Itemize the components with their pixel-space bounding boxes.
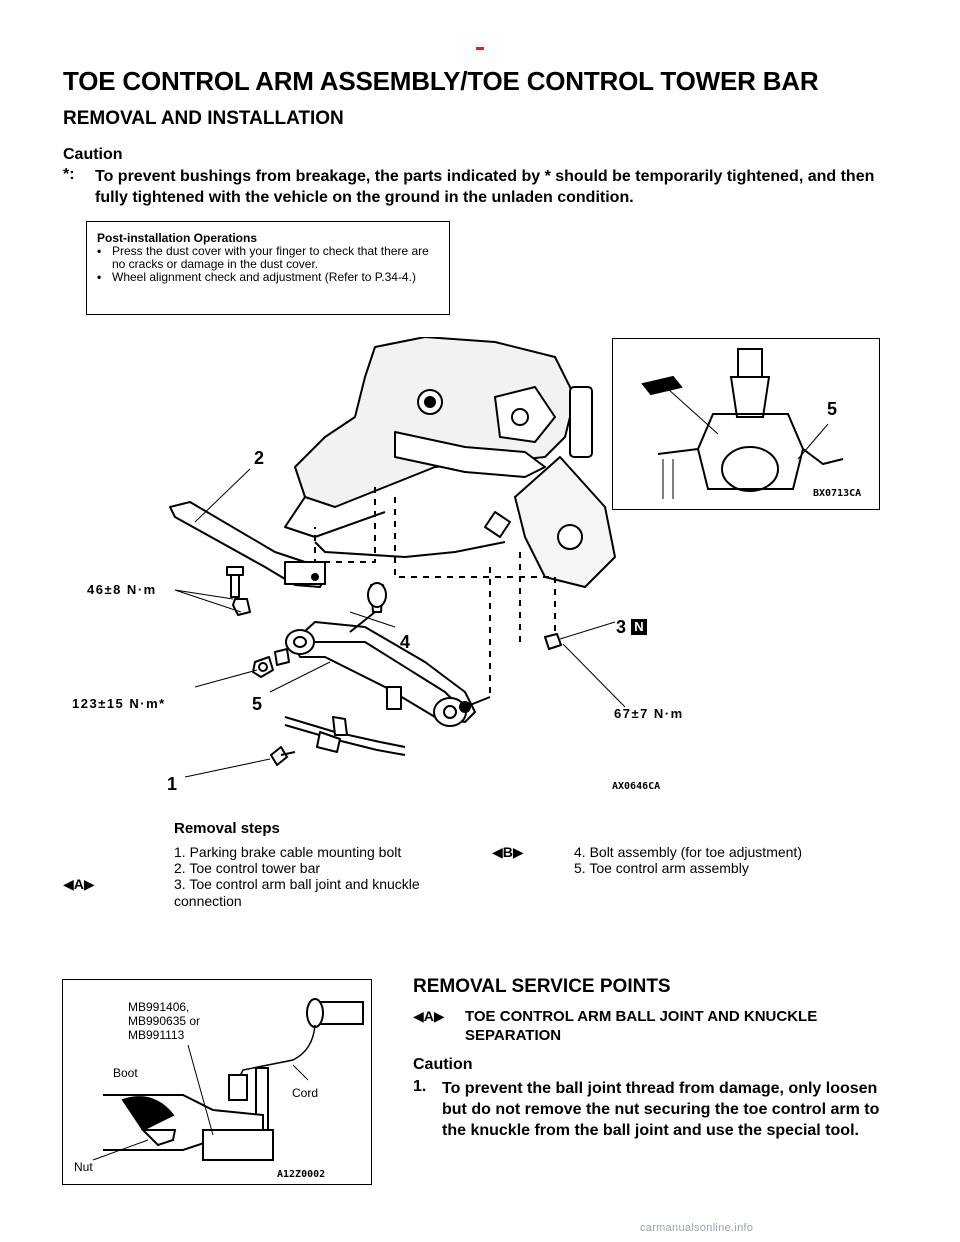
removal-steps-title: Removal steps	[174, 820, 280, 837]
removal-step-5: 5. Toe control arm assembly	[574, 860, 749, 876]
post-installation-box: Post-installation Operations • Press the…	[86, 221, 450, 315]
special-tool-figure: MB991406, MB990635 or MB991113 Boot Cord…	[62, 979, 372, 1185]
service-points-title: REMOVAL SERVICE POINTS	[413, 976, 671, 997]
inset-callout-5: 5	[827, 399, 838, 419]
post-installation-item-text: Wheel alignment check and adjustment (Re…	[112, 270, 416, 284]
callout-3: 3	[616, 617, 627, 637]
section-title: REMOVAL AND INSTALLATION	[63, 108, 344, 129]
ball-joint-drawing	[641, 348, 844, 499]
torque-label-67: 67±7 N·m	[614, 706, 684, 721]
callout-1: 1	[167, 774, 178, 794]
removal-step-2: 2. Toe control tower bar	[174, 860, 321, 876]
caution-marker: *:	[63, 166, 75, 183]
tool-figure-code: A12Z0002	[277, 1169, 326, 1180]
callout-4: 4	[400, 632, 411, 652]
service-caution-number: 1.	[413, 1078, 427, 1095]
post-installation-title: Post-installation Operations	[97, 231, 258, 245]
service-subtitle: TOE CONTROL ARM BALL JOINT AND KNUCKLE S…	[465, 1008, 818, 1044]
service-mark-a: ◀A▶	[413, 1008, 445, 1024]
ball-joint-inset: 5 BX0713CA	[612, 338, 880, 510]
caution-text: To prevent bushings from breakage, the p…	[95, 168, 875, 206]
caution-label: Caution	[63, 146, 123, 163]
main-figure-code: AX0646CA	[612, 781, 661, 792]
service-caution-text: To prevent the ball joint thread from da…	[442, 1080, 880, 1139]
cord-label: Cord	[292, 1086, 319, 1100]
boot-label: Boot	[113, 1066, 138, 1080]
exploded-view-diagram	[169, 337, 626, 778]
nut-label: Nut	[74, 1160, 93, 1174]
watermark: carmanualsonline.info	[640, 1222, 754, 1234]
callout-5: 5	[252, 694, 263, 714]
new-part-badge: N	[631, 619, 647, 635]
post-installation-item: • Press the dust cover with your finger …	[97, 245, 441, 271]
inset-figure-code: BX0713CA	[813, 488, 862, 499]
post-installation-item: • Wheel alignment check and adjustment (…	[97, 271, 441, 284]
post-installation-item-text: Press the dust cover with your finger to…	[112, 244, 429, 271]
service-mark-a: ◀A▶	[63, 876, 95, 892]
special-tool-drawing	[92, 998, 364, 1161]
bullet-icon: •	[97, 244, 102, 258]
service-mark-b: ◀B▶	[492, 844, 524, 860]
removal-step-1: 1. Parking brake cable mounting bolt	[174, 844, 402, 860]
service-caution-label: Caution	[413, 1056, 473, 1073]
callout-2: 2	[254, 448, 265, 468]
torque-label-123: 123±15 N·m*	[72, 696, 166, 711]
bullet-icon: •	[97, 270, 102, 284]
page-title: TOE CONTROL ARM ASSEMBLY/TOE CONTROL TOW…	[63, 66, 819, 96]
removal-step-3: 3. Toe control arm ball joint and knuckl…	[174, 876, 420, 909]
removal-step-4: 4. Bolt assembly (for toe adjustment)	[574, 844, 802, 860]
torque-label-46: 46±8 N·m	[87, 582, 157, 597]
tool-numbers-label: MB991406, MB990635 or MB991113	[128, 1000, 201, 1042]
top-marker	[476, 47, 484, 50]
